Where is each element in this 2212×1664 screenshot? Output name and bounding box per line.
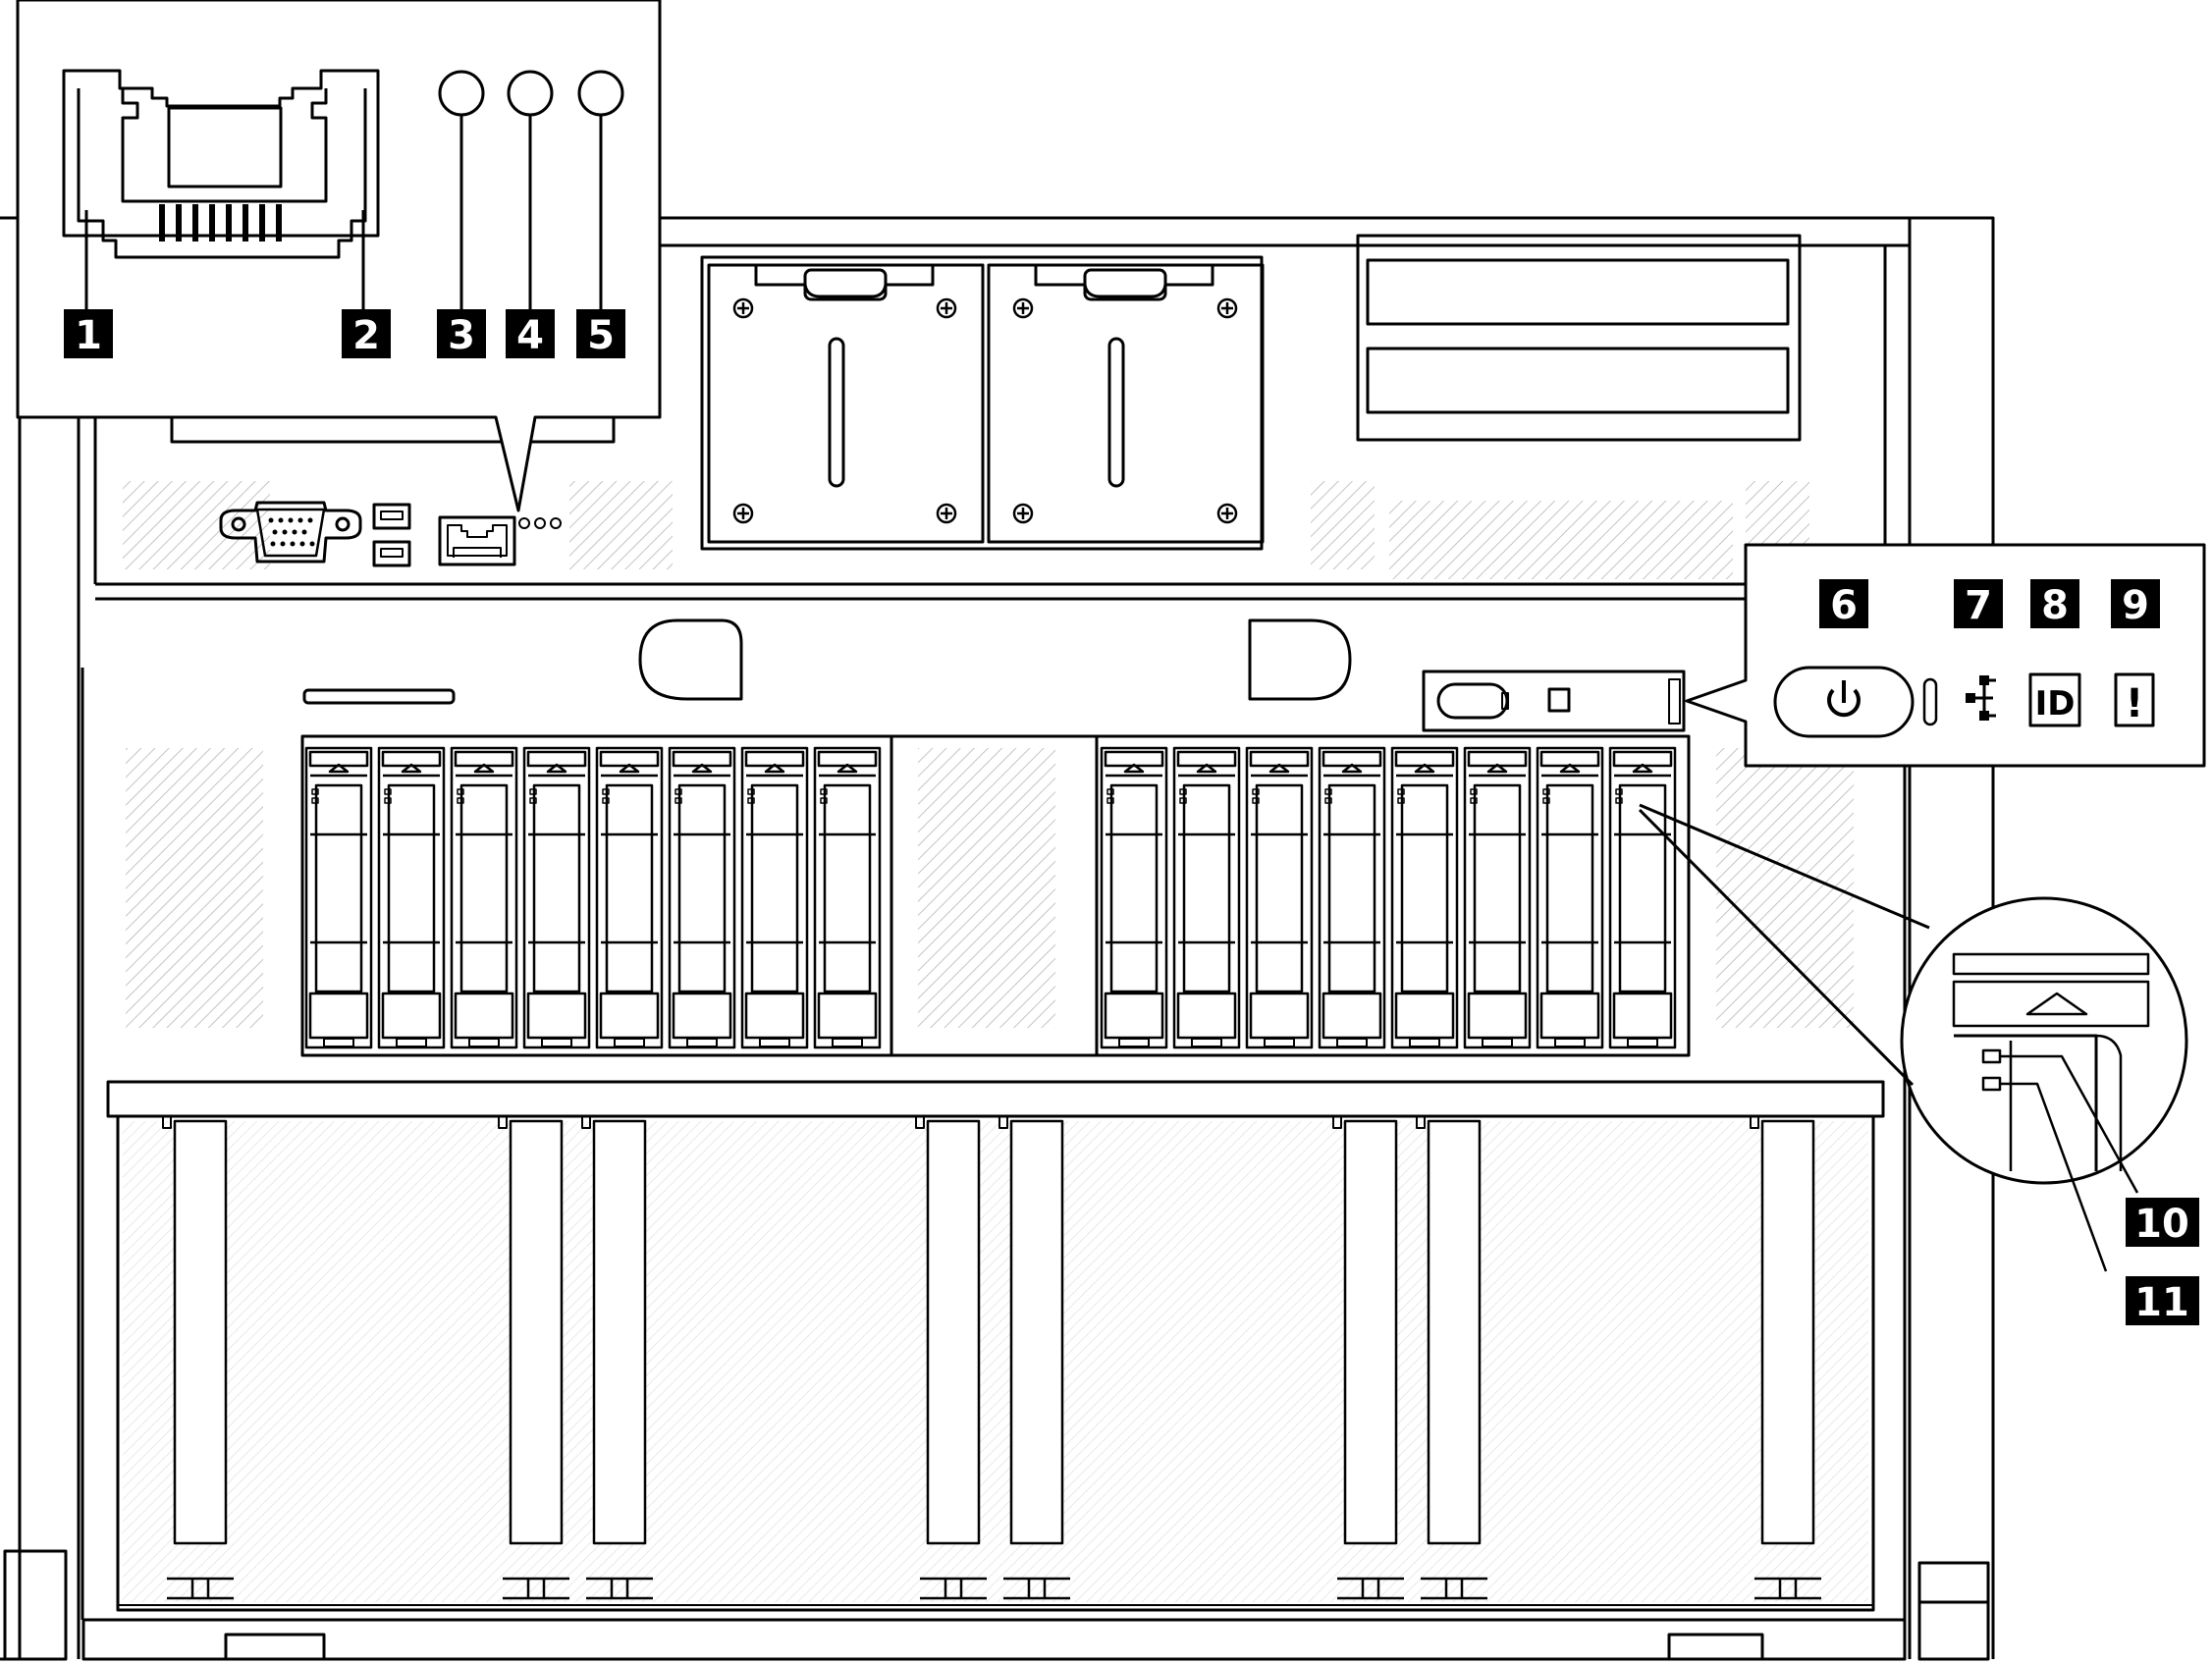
- callout-badges: 1 2 3 4 5 6 7 8: [64, 309, 2199, 1325]
- error-indicator: [2114, 672, 2155, 727]
- left-handle: [638, 618, 743, 701]
- drive-bay: [1172, 746, 1241, 1049]
- callout-2: 2: [342, 309, 391, 358]
- drive-bay: [1245, 746, 1314, 1049]
- usb-port-lower: [372, 540, 411, 567]
- upper-right-bay: [1356, 234, 1802, 442]
- id-button: [2028, 672, 2081, 727]
- front-panel-callout-box: [1685, 543, 2206, 768]
- pcie-slot: [998, 1115, 1070, 1600]
- drive-bay: [1608, 746, 1677, 1049]
- usb-port-upper: [372, 503, 411, 530]
- network-activity-icon: [1966, 675, 1996, 721]
- pcie-slot: [915, 1115, 987, 1600]
- power-icon: [1827, 680, 1861, 718]
- callout-label-8: 8: [2041, 583, 2069, 628]
- drive-bay: [522, 746, 591, 1049]
- led-dot-3: [518, 517, 530, 529]
- callout-label-6: 6: [1830, 583, 1858, 628]
- callout-3: 3: [437, 309, 486, 358]
- pcie-slot: [162, 1115, 234, 1600]
- drive-bay: [1390, 746, 1459, 1049]
- callout-1: 1: [64, 309, 113, 358]
- callout-11: 11: [2126, 1276, 2199, 1325]
- drive-cage-left: [300, 734, 1097, 1057]
- id-label: ID: [2035, 684, 2076, 724]
- callout-8: 8: [2030, 579, 2079, 628]
- management-ethernet-port: [438, 515, 516, 566]
- pull-tab: [302, 688, 456, 705]
- drive-bay: [595, 746, 664, 1049]
- drive-bay: [813, 746, 882, 1049]
- callout-label-2: 2: [352, 313, 380, 358]
- led-dot-5: [550, 517, 562, 529]
- fan-module-left: [700, 255, 1265, 551]
- pcie-slot: [1750, 1115, 1821, 1600]
- drive-bay: [1536, 746, 1604, 1049]
- right-handle: [1248, 618, 1352, 701]
- callout-5: 5: [576, 309, 625, 358]
- callout-6: 6: [1819, 579, 1868, 628]
- drive-bay: [1100, 746, 1168, 1049]
- callout-10: 10: [2126, 1198, 2199, 1247]
- drive-bay: [450, 746, 518, 1049]
- pcie-slot: [1416, 1115, 1487, 1600]
- pcie-slot: [1332, 1115, 1404, 1600]
- rear-port-callout-box: [16, 0, 662, 512]
- power-button: [1773, 666, 1915, 738]
- drive-bay: [1463, 746, 1532, 1049]
- callout-7: 7: [1954, 579, 2003, 628]
- drive-bays: [304, 746, 1677, 1049]
- callout-label-1: 1: [75, 313, 102, 358]
- drive-bay: [668, 746, 736, 1049]
- callout-label-3: 3: [448, 313, 475, 358]
- drive-cage-right: [1095, 734, 1691, 1057]
- drive-bay: [1318, 746, 1386, 1049]
- operator-panel: [1422, 670, 1686, 732]
- drive-bay: [377, 746, 446, 1049]
- drive-bay: [304, 746, 373, 1049]
- callout-label-7: 7: [1965, 583, 1992, 628]
- callout-label-5: 5: [587, 313, 615, 358]
- pcie-slot: [581, 1115, 653, 1600]
- callout-label-9: 9: [2122, 583, 2149, 628]
- drive-bay: [740, 746, 809, 1049]
- pcie-slot: [498, 1115, 569, 1600]
- led-dot-4: [534, 517, 546, 529]
- callout-label-10: 10: [2134, 1202, 2189, 1247]
- vga-connector: [219, 501, 362, 564]
- error-label: !: [2126, 681, 2143, 726]
- drive-zoom-detail: [1638, 803, 2188, 1272]
- gpu-slot-area: [106, 1080, 1885, 1612]
- callout-label-4: 4: [516, 313, 544, 358]
- callout-4: 4: [506, 309, 555, 358]
- callout-label-11: 11: [2134, 1280, 2189, 1325]
- gpu-slots: [162, 1115, 1821, 1600]
- callout-9: 9: [2111, 579, 2160, 628]
